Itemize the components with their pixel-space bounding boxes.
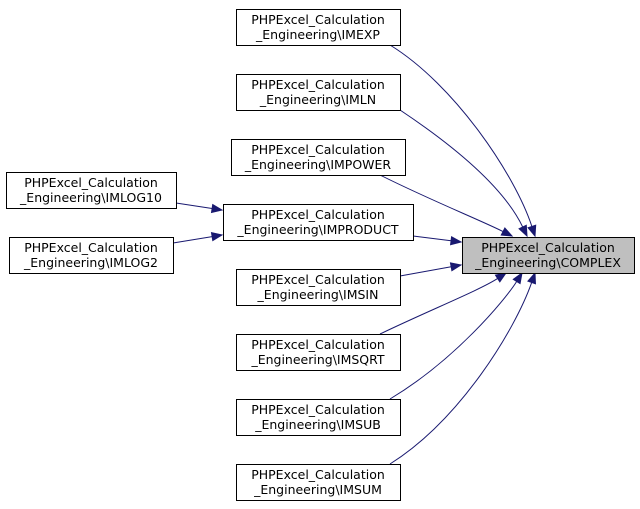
node-imexp[interactable]: PHPExcel_Calculation_Engineering\IMEXP: [236, 9, 401, 46]
edge-impower-to-complex: [379, 174, 514, 237]
edge-line: [399, 109, 524, 228]
arrowhead-icon: [518, 224, 528, 238]
node-label-line2: _Engineering\IMPRODUCT: [236, 222, 398, 237]
node-label-line2: _Engineering\IMLOG2: [23, 255, 158, 270]
arrowhead-icon: [210, 232, 224, 242]
edge-improduct-to-complex: [412, 235, 463, 246]
arrowhead-icon: [210, 203, 224, 214]
node-label-line1: PHPExcel_Calculation: [251, 402, 385, 417]
node-label-line2: _Engineering\IMLOG10: [19, 190, 162, 205]
edge-line: [399, 266, 452, 277]
edge-line: [379, 278, 498, 335]
arrowhead-icon: [500, 227, 514, 237]
arrowhead-icon: [527, 224, 537, 238]
edge-imsub-to-complex: [389, 271, 523, 400]
node-imsin[interactable]: PHPExcel_Calculation_Engineering\IMSIN: [236, 269, 401, 306]
edge-line: [172, 236, 213, 244]
edge-line: [389, 44, 533, 227]
node-imsqrt[interactable]: PHPExcel_Calculation_Engineering\IMSQRT: [236, 334, 401, 371]
nodes-layer: PHPExcel_Calculation_Engineering\IMEXPPH…: [6, 9, 635, 501]
edge-imexp-to-complex: [389, 44, 537, 238]
node-box[interactable]: [6, 172, 177, 209]
node-label-line2: _Engineering\IMSUB: [254, 417, 381, 432]
node-box[interactable]: [231, 139, 406, 176]
node-label-line2: _Engineering\IMSUM: [253, 482, 382, 497]
node-label-line1: PHPExcel_Calculation: [24, 175, 158, 190]
arrowhead-icon: [494, 272, 508, 283]
node-box[interactable]: [236, 74, 401, 111]
node-imsum[interactable]: PHPExcel_Calculation_Engineering\IMSUM: [236, 464, 401, 501]
arrowhead-icon: [449, 235, 463, 246]
arrowhead-icon: [449, 262, 463, 272]
edge-line: [175, 202, 213, 209]
node-imlog10[interactable]: PHPExcel_Calculation_Engineering\IMLOG10: [6, 172, 177, 209]
arrowhead-icon: [512, 271, 523, 285]
node-label-line1: PHPExcel_Calculation: [251, 142, 385, 157]
edges-layer: [172, 44, 537, 465]
node-label-line2: _Engineering\IMLN: [259, 92, 376, 107]
node-label-line1: PHPExcel_Calculation: [24, 240, 158, 255]
node-label-line1: PHPExcel_Calculation: [251, 467, 385, 482]
arrowhead-icon: [527, 271, 536, 285]
node-box[interactable]: [462, 237, 635, 274]
node-label-line2: _Engineering\IMSIN: [257, 287, 379, 302]
edge-line: [389, 281, 518, 400]
edge-line: [412, 235, 452, 242]
node-impower[interactable]: PHPExcel_Calculation_Engineering\IMPOWER: [231, 139, 406, 176]
edge-imlog2-to-improduct: [172, 232, 224, 244]
edge-imlog10-to-improduct: [175, 202, 224, 214]
node-label-line1: PHPExcel_Calculation: [251, 77, 385, 92]
node-complex[interactable]: PHPExcel_Calculation_Engineering\COMPLEX: [462, 237, 635, 274]
node-label-line1: PHPExcel_Calculation: [251, 337, 385, 352]
node-imsub[interactable]: PHPExcel_Calculation_Engineering\IMSUB: [236, 399, 401, 436]
node-improduct[interactable]: PHPExcel_Calculation_Engineering\IMPRODU…: [223, 204, 414, 241]
edge-imsqrt-to-complex: [379, 272, 508, 335]
edge-imln-to-complex: [399, 109, 528, 238]
node-label-line2: _Engineering\IMSQRT: [250, 352, 384, 367]
edge-line: [389, 282, 533, 465]
node-box[interactable]: [236, 464, 401, 501]
node-label-line2: _Engineering\IMEXP: [255, 27, 380, 42]
node-imlog2[interactable]: PHPExcel_Calculation_Engineering\IMLOG2: [9, 237, 174, 274]
node-box[interactable]: [236, 269, 401, 306]
node-label-line1: PHPExcel_Calculation: [251, 12, 385, 27]
node-label-line2: _Engineering\COMPLEX: [474, 255, 621, 270]
node-imln[interactable]: PHPExcel_Calculation_Engineering\IMLN: [236, 74, 401, 111]
node-label-line1: PHPExcel_Calculation: [251, 207, 385, 222]
node-label-line1: PHPExcel_Calculation: [481, 240, 615, 255]
edge-line: [379, 174, 504, 232]
node-label-line2: _Engineering\IMPOWER: [244, 157, 392, 172]
node-label-line1: PHPExcel_Calculation: [251, 272, 385, 287]
edge-imsum-to-complex: [389, 271, 536, 465]
node-box[interactable]: [223, 204, 414, 241]
node-box[interactable]: [236, 334, 401, 371]
edge-imsin-to-complex: [399, 262, 463, 277]
node-box[interactable]: [9, 237, 174, 274]
node-box[interactable]: [236, 9, 401, 46]
node-box[interactable]: [236, 399, 401, 436]
